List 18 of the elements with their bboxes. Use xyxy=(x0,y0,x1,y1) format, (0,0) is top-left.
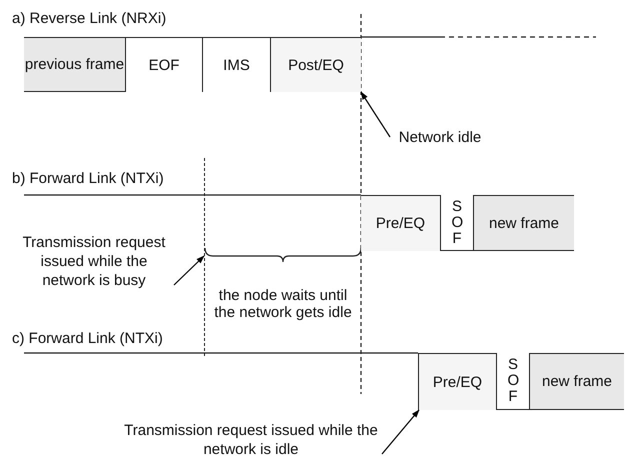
frame-segment: new frame xyxy=(474,195,574,251)
annotation-text: Network idle xyxy=(390,126,490,148)
leader-arrow xyxy=(174,255,205,286)
frame-segment: Pre/EQ xyxy=(418,353,496,410)
annotation-text: Transmission request issued while the network is busy xyxy=(14,232,174,290)
frame-segment: previous frame xyxy=(24,37,126,92)
leader-arrow xyxy=(382,409,420,454)
panel-title: b) Forward Link (NTXi) xyxy=(12,168,165,188)
frame-segment: Post/EQ xyxy=(271,37,361,92)
frame-segment: new frame xyxy=(530,353,624,410)
annotation-text: Transmission request issued while the network is idle xyxy=(120,420,382,460)
panel-title: a) Reverse Link (NRXi) xyxy=(12,8,168,28)
panel-title: c) Forward Link (NTXi) xyxy=(12,328,164,348)
frame-segment: Pre/EQ xyxy=(361,195,440,251)
leader-arrow xyxy=(360,91,390,138)
dashed-marker-line xyxy=(204,158,206,356)
brace-label: the node waits until the network gets idle xyxy=(213,286,353,323)
frame-segment: EOF xyxy=(126,37,203,92)
